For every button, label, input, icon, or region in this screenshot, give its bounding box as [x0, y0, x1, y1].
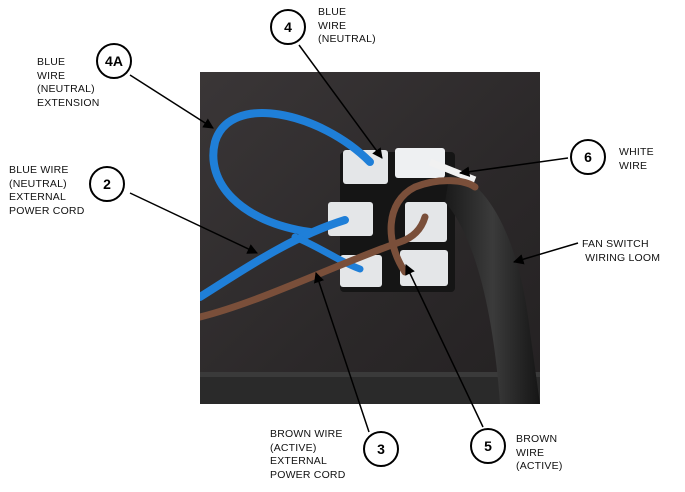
callout-5-circle: 5 — [470, 428, 506, 464]
brown-wire-power-cord — [200, 213, 429, 321]
callout-4-circle: 4 — [270, 9, 306, 45]
label-6: WHITE WIRE — [619, 146, 654, 172]
fan-switch-wiring-loom — [445, 172, 540, 404]
callout-3-circle: 3 — [363, 431, 399, 467]
label-fan-switch: FAN SWITCH WIRING LOOM — [582, 238, 661, 264]
leader-4 — [298, 44, 383, 159]
blue-wire-extension — [209, 109, 374, 236]
leader-6 — [458, 157, 569, 177]
leader-fan — [512, 242, 579, 265]
callout-2-circle: 2 — [89, 166, 125, 202]
white-wire — [428, 158, 477, 184]
label-5: BROWN WIRE (ACTIVE) — [516, 433, 563, 472]
label-3: BROWN WIRE (ACTIVE) EXTERNAL POWER CORD — [270, 428, 346, 481]
terminal-white — [395, 148, 445, 178]
callout-6-circle: 6 — [570, 139, 606, 175]
switch-photo-drawing — [200, 72, 540, 404]
callout-4a-number: 4A — [105, 53, 123, 69]
label-4a: BLUE WIRE (NEUTRAL) EXTENSION — [37, 56, 100, 109]
callout-4-number: 4 — [284, 19, 292, 35]
label-4: BLUE WIRE (NEUTRAL) — [318, 6, 376, 45]
callout-5-number: 5 — [484, 438, 492, 454]
callout-4a-circle: 4A — [96, 43, 132, 79]
callout-2-number: 2 — [103, 176, 111, 192]
blue-wire-power-cord — [200, 216, 349, 301]
leader-4a — [129, 74, 214, 129]
leader-5 — [405, 264, 484, 428]
switch-photo — [200, 72, 540, 404]
blue-wire-link — [291, 233, 364, 273]
label-2: BLUE WIRE (NEUTRAL) EXTERNAL POWER CORD — [9, 164, 85, 217]
callout-3-number: 3 — [377, 441, 385, 457]
callout-6-number: 6 — [584, 149, 592, 165]
leader-2 — [129, 192, 258, 254]
brown-wire-active — [387, 177, 479, 276]
terminal-mid-left — [328, 202, 373, 236]
leader-3 — [314, 272, 370, 433]
